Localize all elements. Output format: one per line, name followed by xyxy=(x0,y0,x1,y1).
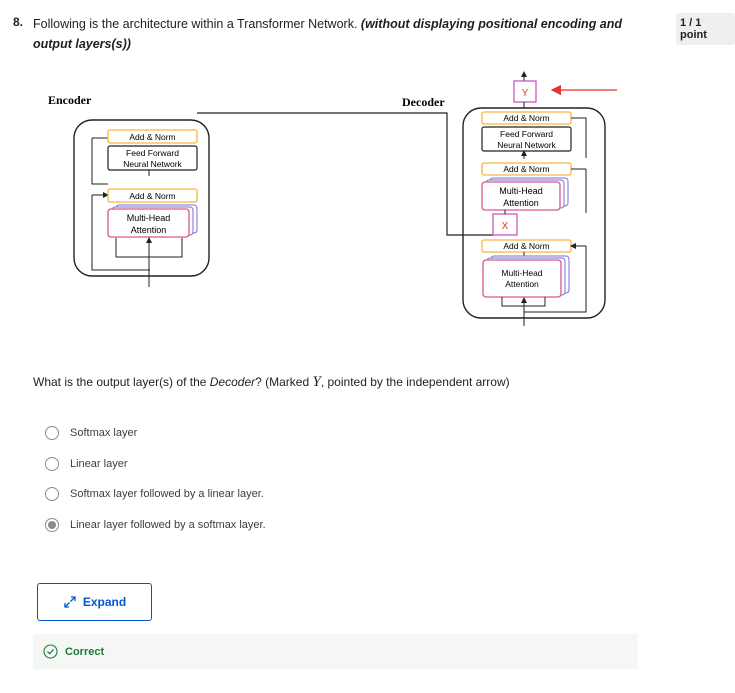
encoder-block xyxy=(73,119,210,277)
encoder-add-norm-2-label: Add & Norm xyxy=(129,132,175,142)
question-prompt: What is the output layer(s) of the Decod… xyxy=(33,374,510,390)
transformer-diagram: Encoder Add & Norm Feed Forward Neural N… xyxy=(48,71,617,326)
svg-text:Attention: Attention xyxy=(503,198,539,208)
question-emphasis: (without displaying positional encoding … xyxy=(33,17,623,51)
expand-button[interactable]: Expand xyxy=(37,583,152,621)
question-main-text: Following is the architecture within a T… xyxy=(33,17,358,31)
radio-button[interactable] xyxy=(45,456,59,471)
option-linear-layer[interactable]: Linear layer xyxy=(45,449,266,480)
check-circle-icon xyxy=(43,644,58,659)
question-text: Following is the architecture within a T… xyxy=(33,14,623,54)
decoder-label: Decoder xyxy=(402,95,445,109)
svg-text:Y: Y xyxy=(522,88,529,99)
option-softmax-then-linear[interactable]: Softmax layer followed by a linear layer… xyxy=(45,479,266,510)
radio-button[interactable] xyxy=(45,426,59,441)
radio-button[interactable] xyxy=(45,487,59,502)
encoder-add-norm-1 xyxy=(107,188,198,203)
svg-text:Neural Network: Neural Network xyxy=(123,159,182,169)
svg-text:Multi-Head: Multi-Head xyxy=(499,186,543,196)
y-output-marker xyxy=(513,80,537,103)
points-badge: 1 / 1 point xyxy=(676,13,735,45)
svg-text:Attention: Attention xyxy=(505,279,539,289)
svg-text:Add & Norm: Add & Norm xyxy=(503,241,549,251)
option-linear-then-softmax[interactable]: Linear layer followed by a softmax layer… xyxy=(45,510,266,541)
answer-options: Softmax layer Linear layer Softmax layer… xyxy=(45,418,266,540)
option-softmax-layer[interactable]: Softmax layer xyxy=(45,418,266,449)
encoder-feed-forward xyxy=(107,145,198,171)
decoder-block xyxy=(462,107,606,319)
svg-text:Add & Norm: Add & Norm xyxy=(503,164,549,174)
feedback-correct: Correct xyxy=(33,634,638,669)
decoder-multi-head-attention-2 xyxy=(481,181,561,211)
svg-text:Multi-Head: Multi-Head xyxy=(127,213,171,223)
expand-icon xyxy=(64,596,76,608)
svg-text:Neural Network: Neural Network xyxy=(497,140,556,150)
svg-text:Multi-Head: Multi-Head xyxy=(501,268,542,278)
svg-text:Feed Forward: Feed Forward xyxy=(500,129,553,139)
svg-text:X: X xyxy=(502,221,509,232)
svg-text:Feed Forward: Feed Forward xyxy=(126,148,179,158)
svg-text:Add & Norm: Add & Norm xyxy=(129,191,175,201)
encoder-label: Encoder xyxy=(48,93,92,107)
svg-text:Add & Norm: Add & Norm xyxy=(503,113,549,123)
radio-button-selected[interactable] xyxy=(45,517,59,532)
question-number: 8. xyxy=(13,15,24,29)
encoder-add-norm-2 xyxy=(107,129,198,144)
svg-text:Attention: Attention xyxy=(131,225,167,235)
